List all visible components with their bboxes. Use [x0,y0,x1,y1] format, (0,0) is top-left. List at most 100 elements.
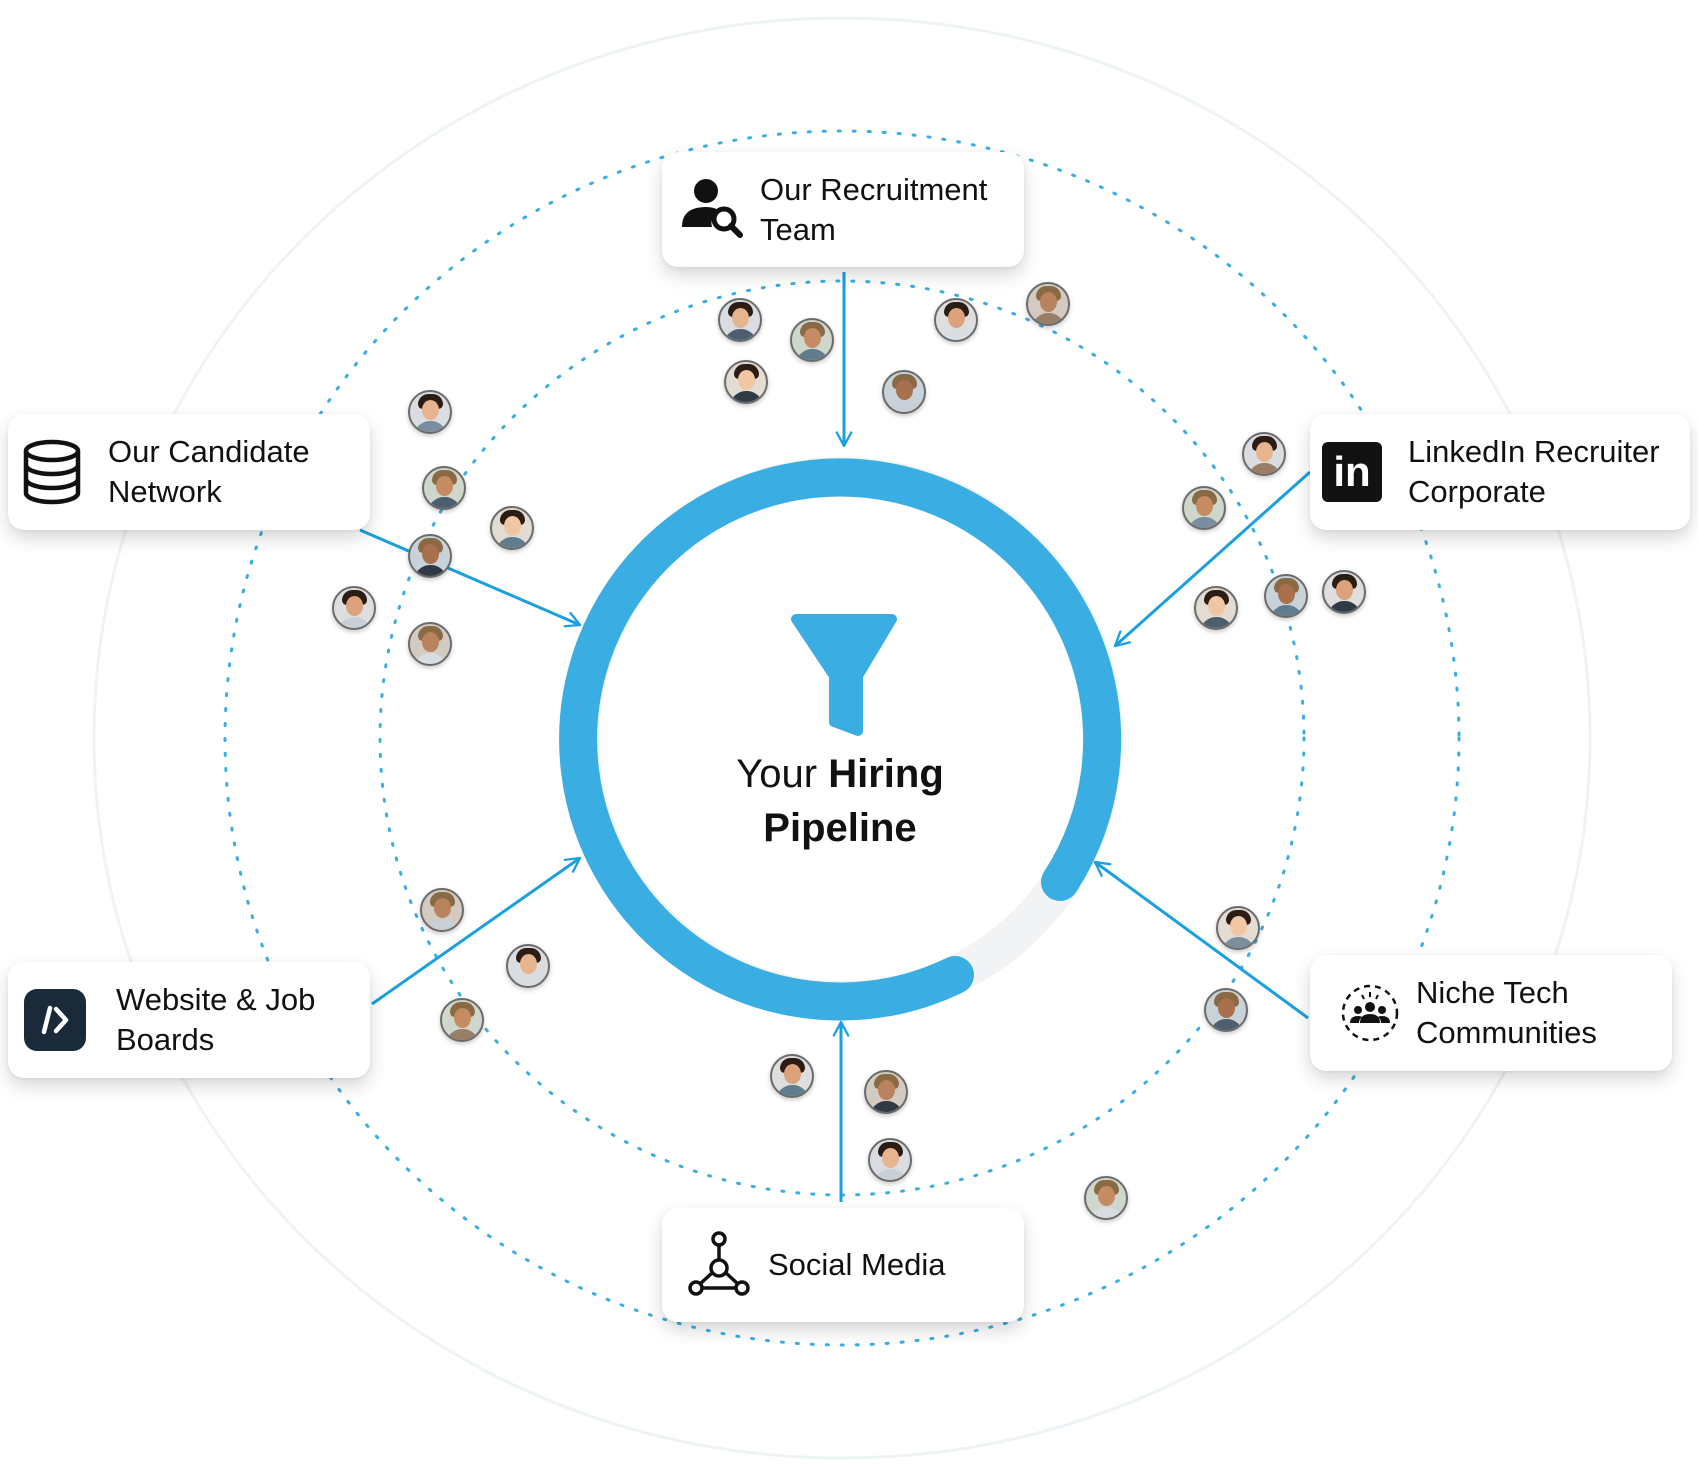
avatar-face [948,308,965,328]
card-recruitment-line1: Our Recruitment [760,171,988,207]
avatar-face [520,954,537,974]
candidate-avatar [868,1138,912,1182]
avatar-face [738,370,755,390]
card-network-line1: Our Candidate [108,434,310,469]
candidate-avatar [408,622,452,666]
avatar-face [454,1008,471,1028]
outer-ring [92,16,1592,1460]
candidate-avatar [718,298,762,342]
avatar-body [428,497,461,508]
pipeline-title-light: Your [736,752,818,796]
avatar-body [1222,937,1255,948]
candidate-avatar [422,466,466,510]
avatar-body [1210,1019,1243,1030]
card-recruitment-team: Our Recruitment Team [662,152,1024,267]
avatar-face [1196,496,1213,516]
avatar-body [414,565,447,576]
avatar-body [426,919,459,930]
candidate-avatar [1026,282,1070,326]
person-search-icon [680,177,746,243]
card-candidate-network: Our Candidate Network [8,414,370,530]
candidate-avatar [440,998,484,1042]
database-icon [22,439,82,505]
card-niche-line1: Niche Tech [1416,975,1569,1010]
arrow-network [359,528,582,628]
candidate-avatar [934,298,978,342]
avatar-face [1040,292,1057,312]
card-recruitment-line2: Team [760,211,836,247]
card-linkedin-line2: Corporate [1408,474,1546,509]
avatar-body [1248,463,1281,474]
card-social-media: Social Media [662,1208,1024,1322]
candidate-avatar [1182,486,1226,530]
arrow-niche [1093,860,1309,1020]
candidate-avatar [1264,574,1308,618]
avatar-body [414,421,447,432]
avatar-face [422,632,439,652]
avatar-body [888,401,921,412]
card-website-line2: Boards [116,1022,215,1057]
candidate-avatar [1194,586,1238,630]
arrow-linkedin [1113,470,1311,648]
avatar-face [346,596,363,616]
avatar-face [1336,580,1353,600]
avatar-face [504,516,521,536]
candidate-avatar [1204,988,1248,1032]
avatar-body [338,617,371,628]
avatar-face [784,1064,801,1084]
candidate-avatar [1216,906,1260,950]
avatar-face [1230,916,1247,936]
linkedin-icon: in [1322,442,1382,502]
candidate-avatar [332,586,376,630]
avatar-body [1200,617,1233,628]
avatar-face [1256,442,1273,462]
card-website-line1: Website & Job [116,982,316,1017]
card-social-line1: Social Media [768,1247,946,1282]
avatar-body [796,349,829,360]
candidate-avatar [408,390,452,434]
avatar-body [870,1101,903,1112]
avatar-body [730,391,763,402]
outer-dotted-orbit [223,129,1461,1347]
avatar-face [732,308,749,328]
avatar-body [496,537,529,548]
avatar-body [414,653,447,664]
avatar-face [422,400,439,420]
card-website-job-boards: Website & Job Boards [8,962,370,1078]
candidate-avatar [420,888,464,932]
card-niche-line2: Communities [1416,1015,1597,1050]
avatar-body [1270,605,1303,616]
card-network-line2: Network [108,474,222,509]
card-linkedin-recruiter: in LinkedIn Recruiter Corporate [1310,414,1690,530]
candidate-avatar [408,534,452,578]
avatar-face [882,1148,899,1168]
pipeline-title-line2: Pipeline [763,806,917,850]
avatar-body [940,329,973,340]
pipeline-ring [559,458,1122,1021]
avatar-body [1090,1207,1123,1218]
code-icon [24,989,86,1051]
avatar-body [1032,313,1065,324]
candidate-avatar [724,360,768,404]
candidate-avatar [1322,570,1366,614]
pipeline-title: Your Hiring Pipeline [690,747,990,855]
avatar-body [446,1029,479,1040]
share-nodes-icon [686,1230,752,1300]
candidate-avatar [770,1054,814,1098]
candidate-avatar [1242,432,1286,476]
avatar-face [1098,1186,1115,1206]
avatar-face [896,380,913,400]
community-icon [1340,983,1400,1043]
avatar-face [434,898,451,918]
card-niche-communities: Niche Tech Communities [1310,955,1672,1071]
pipeline-title-bold: Hiring [828,752,944,796]
linkedin-glyph: in [1333,448,1371,495]
avatar-face [1218,998,1235,1018]
avatar-body [776,1085,809,1096]
card-linkedin-line1: LinkedIn Recruiter [1408,434,1660,469]
arrow-website [371,856,582,1006]
candidate-avatar [882,370,926,414]
avatar-body [512,975,545,986]
avatar-body [1188,517,1221,528]
